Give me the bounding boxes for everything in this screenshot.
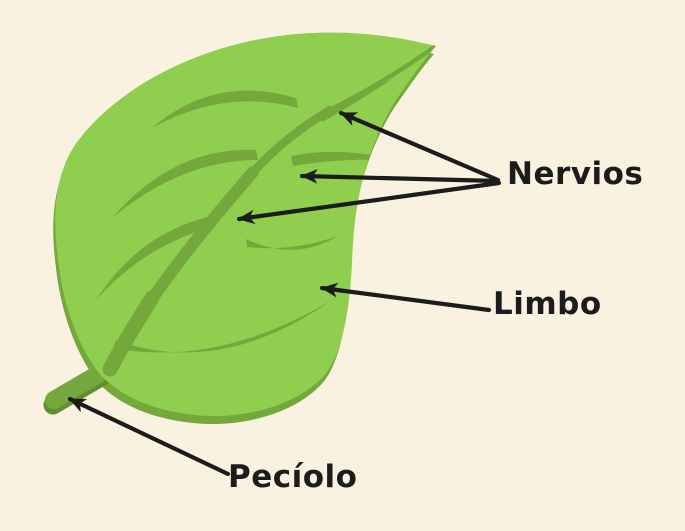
leaf-vein-bottom — [113, 300, 332, 353]
arrow-limbo — [319, 282, 492, 313]
arrow-nervios-1 — [338, 110, 501, 183]
leaf-vein-left-1 — [152, 90, 298, 128]
label-limbo: Limbo — [493, 286, 602, 322]
leaf-vein-right-1 — [318, 78, 394, 122]
arrow-nervios-2 — [299, 169, 501, 184]
label-nervios: Nervios — [507, 156, 644, 192]
leaf-vein-left-2 — [112, 149, 258, 218]
label-peciolo: Pecíolo — [228, 459, 358, 495]
leaf-midrib — [144, 166, 259, 308]
leaf-blade — [55, 32, 436, 417]
leaf-vein-right-2 — [291, 151, 396, 166]
arrow-peciolo — [67, 396, 231, 477]
leaf-vein-right-3 — [246, 236, 338, 250]
leaf-vein-left-3 — [96, 216, 216, 300]
arrow-nervios-3 — [236, 180, 502, 225]
leaf-midrib — [102, 290, 160, 377]
